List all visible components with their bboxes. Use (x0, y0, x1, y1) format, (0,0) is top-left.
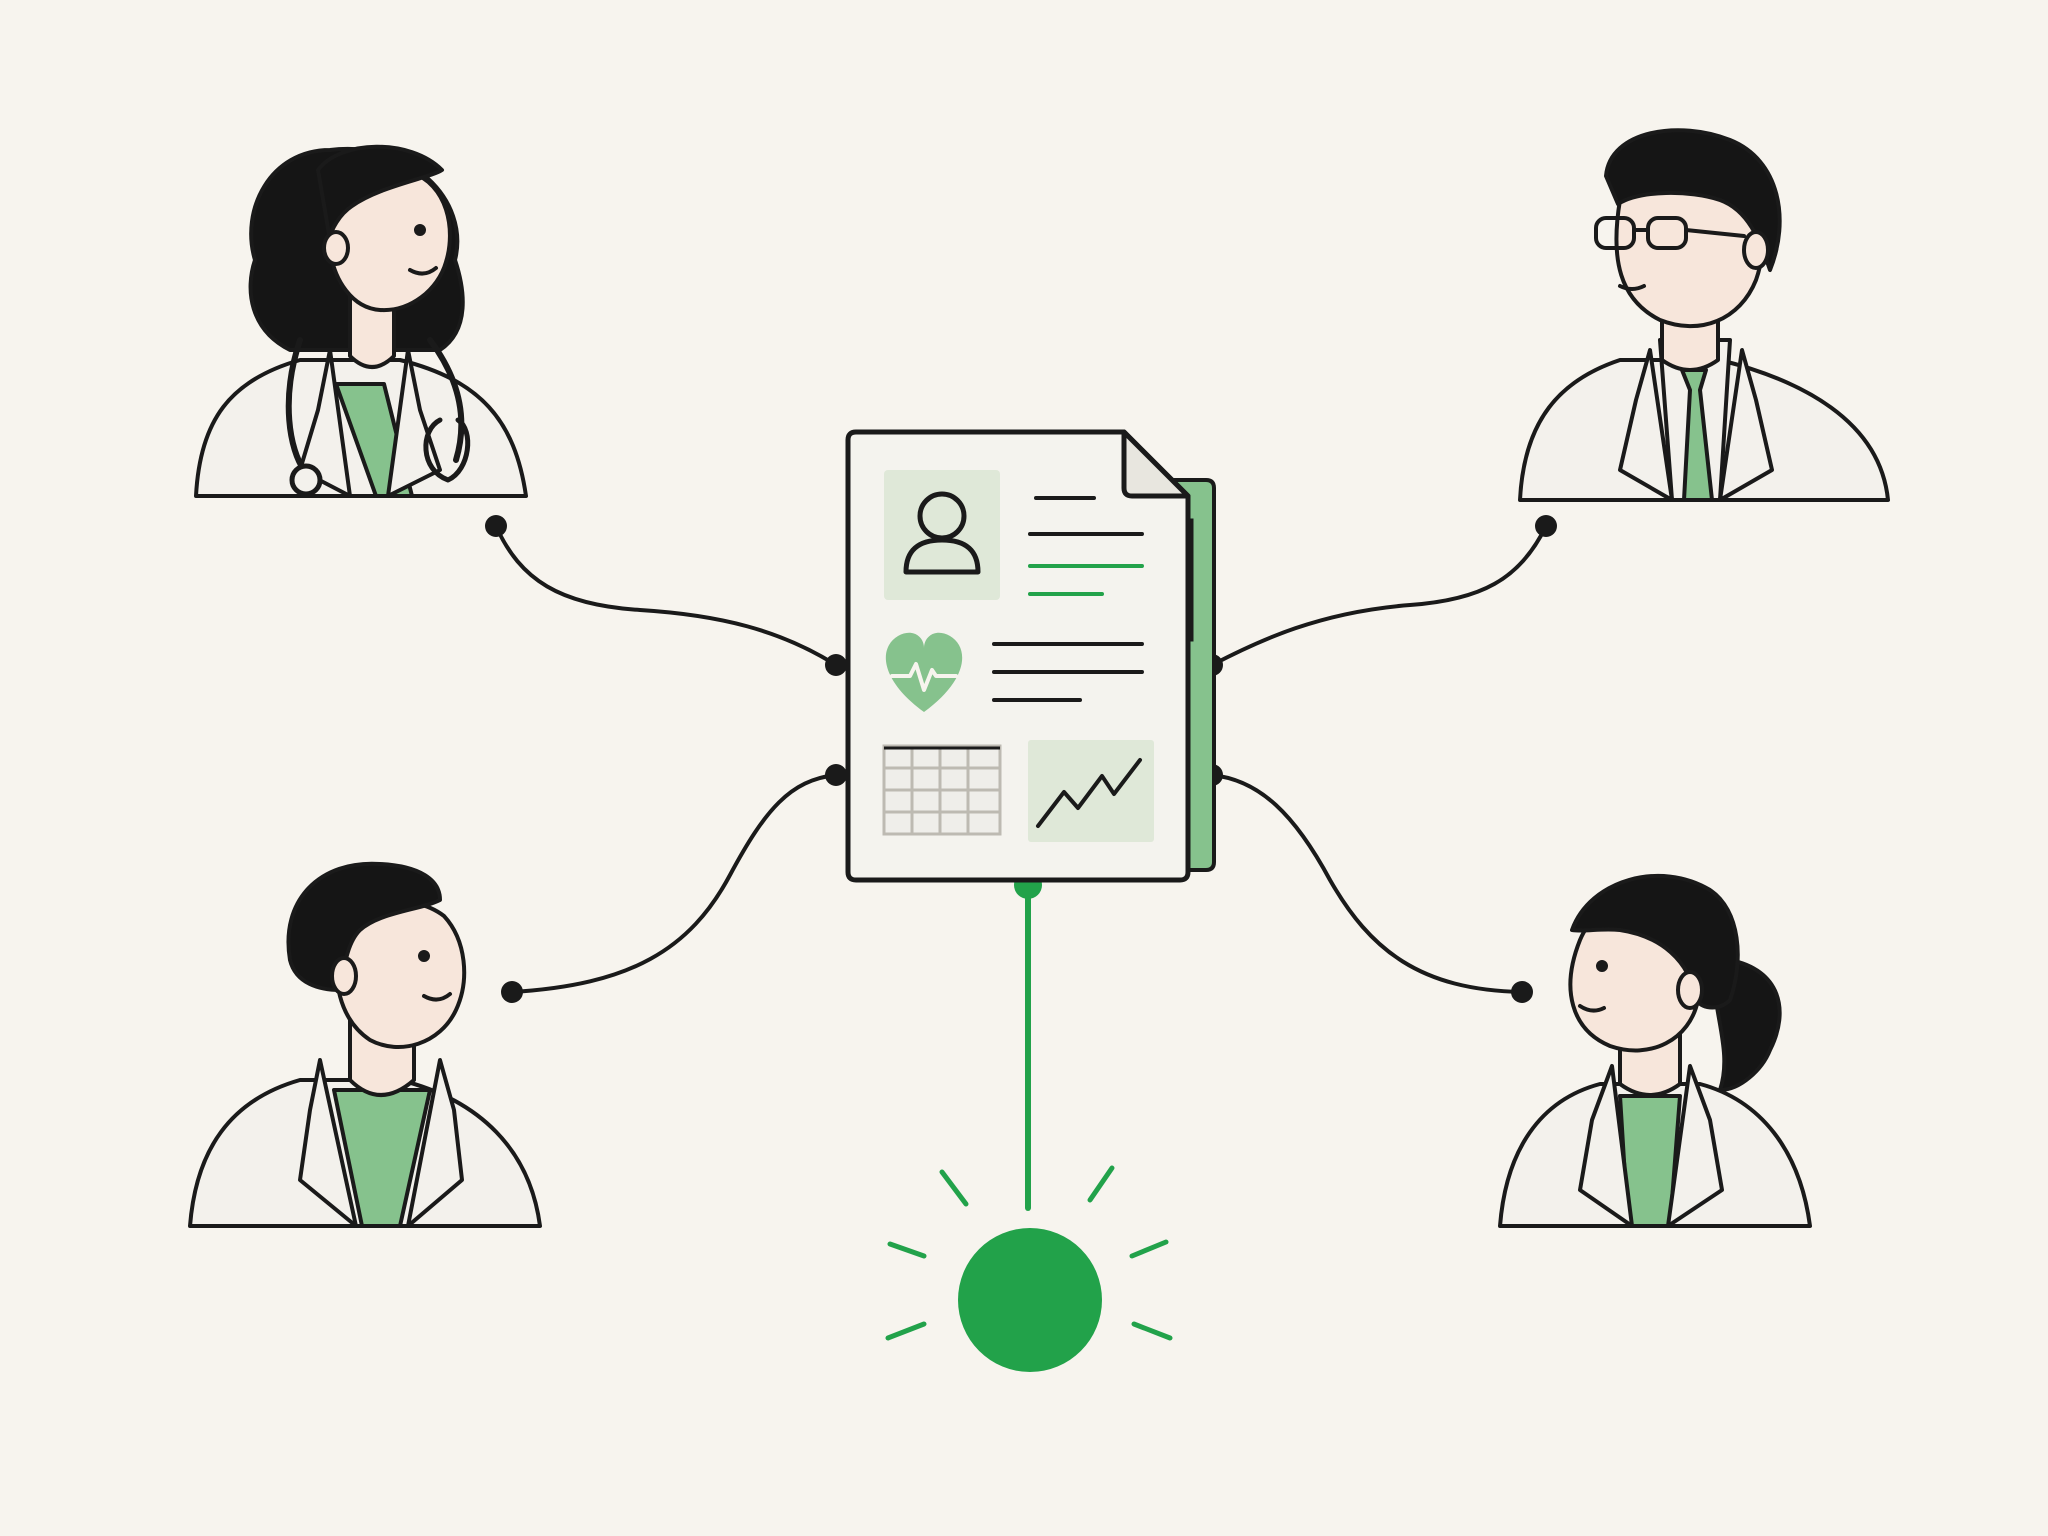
endpoint-dot (485, 515, 507, 537)
female-doctor-with-ponytail-icon (1498, 874, 1812, 1228)
medical-record-document-icon (845, 429, 1216, 883)
connector-bottom-right (1210, 773, 1524, 994)
connector-bottom-left (510, 773, 838, 994)
glowing-green-dot-icon (885, 1165, 1173, 1372)
male-doctor-icon (188, 861, 542, 1228)
endpoint-dot (825, 764, 847, 786)
profile-text-lines (1028, 496, 1144, 596)
table-grid-icon (882, 744, 1002, 836)
connector-top-right (1210, 524, 1548, 667)
profile-icon (884, 470, 1000, 600)
endpoint-dot (501, 981, 523, 1003)
heart-rate-icon (885, 632, 963, 712)
status-connector (1014, 871, 1042, 1211)
male-doctor-with-glasses-and-tie-icon (1518, 128, 1890, 502)
trend-chart-icon (1028, 740, 1154, 842)
endpoint-dot (1535, 515, 1557, 537)
endpoint-dot (825, 654, 847, 676)
connectors (494, 524, 1548, 994)
connector-top-left (494, 524, 838, 667)
female-doctor-with-stethoscope-icon (194, 144, 528, 498)
endpoint-dot (1511, 981, 1533, 1003)
connector-endpoints (485, 515, 1557, 1003)
vitals-text-lines (992, 642, 1144, 702)
